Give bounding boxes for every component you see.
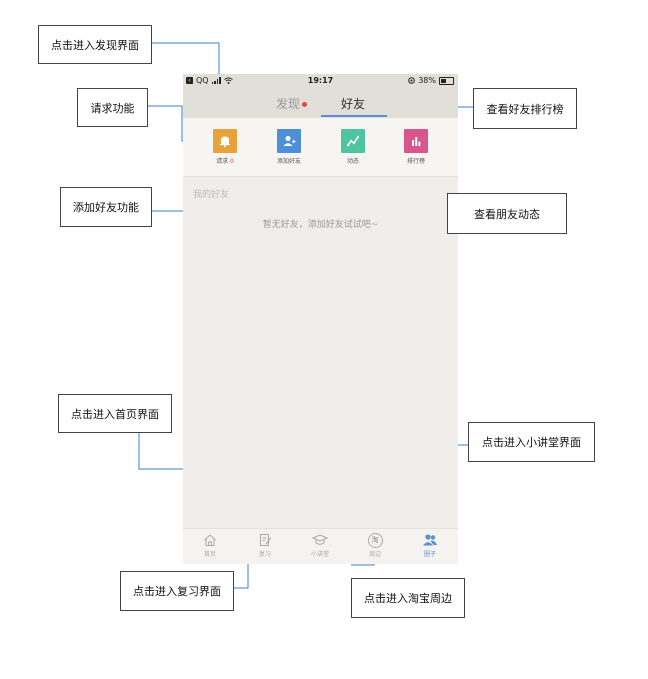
callout-home: 点击进入首页界面 <box>58 394 172 433</box>
edit-note-icon <box>257 532 273 548</box>
callout-friend-activity: 查看朋友动态 <box>447 193 567 234</box>
callout-request: 请求功能 <box>77 88 148 127</box>
nav-home[interactable]: 首页 <box>190 532 230 558</box>
nav-lecture[interactable]: 小讲堂 <box>300 532 340 558</box>
callout-add-friend: 添加好友功能 <box>60 187 152 227</box>
carrier-label: QQ <box>196 76 209 85</box>
request-label: 请求 <box>216 158 229 165</box>
add-friend-button[interactable]: 添加好友 <box>269 129 309 165</box>
add-user-icon <box>277 129 301 153</box>
ranking-button[interactable]: 排行榜 <box>396 129 436 165</box>
add-friend-label: 添加好友 <box>276 158 301 165</box>
nav-home-label: 首页 <box>203 551 216 558</box>
activity-chart-icon <box>341 129 365 153</box>
activity-label: 动态 <box>346 158 359 165</box>
status-right: 38% <box>408 76 454 85</box>
phone-screen: ‹ QQ 19:17 38% 发现 好友 请求 0 添加好友 <box>183 74 458 564</box>
tab-discover-label: 发现 <box>276 97 301 111</box>
nav-circle[interactable]: 圈子 <box>410 532 450 558</box>
callout-taobao: 点击进入淘宝周边 <box>351 578 465 618</box>
bottom-nav: 首页 复习 小讲堂 淘 周边 圈子 <box>183 528 458 564</box>
nav-review[interactable]: 复习 <box>245 532 285 558</box>
top-tabs: 发现 好友 <box>183 88 458 118</box>
wifi-icon <box>223 77 233 84</box>
request-count: 0 <box>230 158 234 165</box>
battery-fill <box>441 78 446 83</box>
status-time: 19:17 <box>307 76 334 85</box>
group-icon <box>422 532 438 548</box>
callout-ranking: 查看好友排行榜 <box>473 88 577 129</box>
nav-circle-label: 圈子 <box>423 551 436 558</box>
bar-chart-icon <box>404 129 428 153</box>
nav-taobao-label: 周边 <box>368 551 381 558</box>
friend-functions: 请求 0 添加好友 动态 排行榜 <box>183 118 458 177</box>
battery-icon <box>439 76 454 85</box>
graduation-cap-icon <box>312 532 328 548</box>
battery-percent: 38% <box>418 76 436 85</box>
active-tab-indicator <box>321 115 387 117</box>
taobao-icon: 淘 <box>367 532 383 548</box>
request-label-row: 请求 0 <box>205 156 245 165</box>
my-friends-heading: 我的好友 <box>193 190 230 200</box>
callout-review: 点击进入复习界面 <box>120 571 234 611</box>
tab-friends-label: 好友 <box>341 97 366 111</box>
back-to-app-icon: ‹ <box>186 77 193 84</box>
status-bar: ‹ QQ 19:17 38% <box>183 74 458 88</box>
status-carrier: ‹ QQ <box>186 76 233 85</box>
nav-taobao[interactable]: 淘 周边 <box>355 532 395 558</box>
taobao-icon-text: 淘 <box>367 532 383 548</box>
notification-dot <box>302 102 308 107</box>
callout-discover: 点击进入发现界面 <box>38 25 152 64</box>
empty-friends-message: 暂无好友，添加好友试试吧~ <box>262 220 379 230</box>
ranking-label: 排行榜 <box>406 158 425 165</box>
nav-lecture-label: 小讲堂 <box>310 551 329 558</box>
bell-icon <box>213 129 237 153</box>
location-lock-icon <box>408 77 416 84</box>
home-icon <box>202 532 218 548</box>
callout-lecture: 点击进入小讲堂界面 <box>468 422 595 462</box>
tab-friends[interactable]: 好友 <box>341 95 365 112</box>
request-button[interactable]: 请求 0 <box>205 129 245 165</box>
activity-button[interactable]: 动态 <box>333 129 373 165</box>
nav-review-label: 复习 <box>258 551 271 558</box>
tab-discover[interactable]: 发现 <box>276 95 308 112</box>
signal-icon <box>211 77 221 84</box>
